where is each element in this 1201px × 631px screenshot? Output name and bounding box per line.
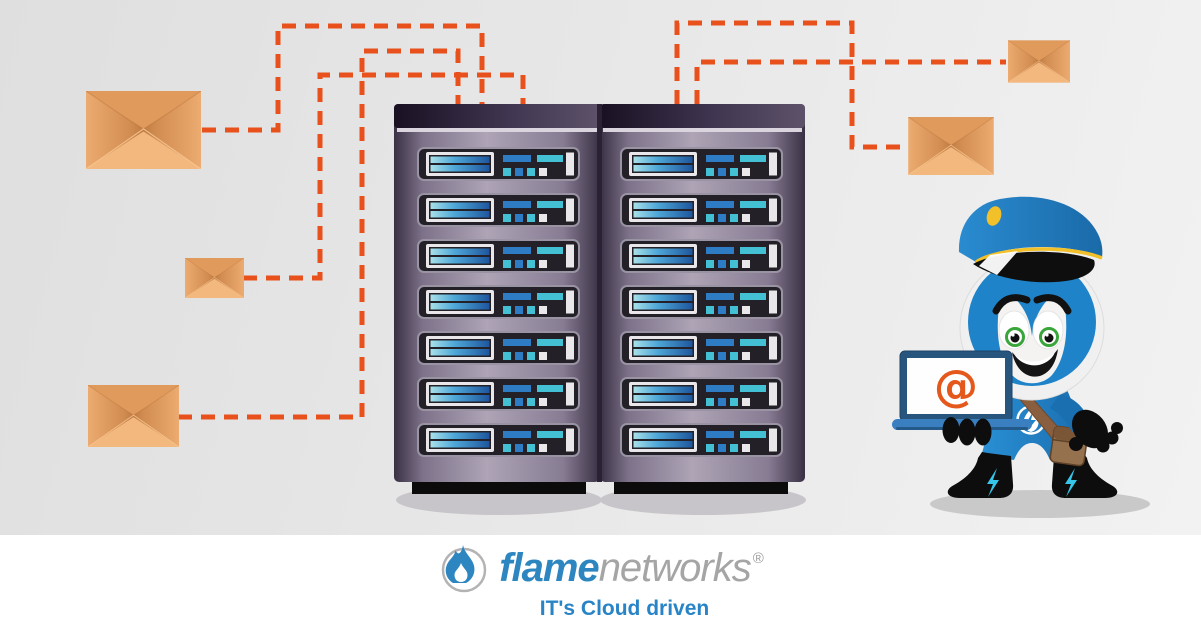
server-unit xyxy=(620,147,783,181)
rack-seam xyxy=(597,104,602,482)
envelope-icon xyxy=(908,117,994,175)
glove-finger xyxy=(1111,422,1123,434)
server-units-left xyxy=(417,147,580,457)
mouth-teeth xyxy=(1014,352,1055,366)
left-glove-fingers xyxy=(942,417,992,446)
server-units-right xyxy=(620,147,783,457)
brand-logo: flamenetworks® xyxy=(438,542,764,594)
right-glove xyxy=(1069,409,1123,453)
server-unit xyxy=(417,285,580,319)
rack-separator xyxy=(603,128,802,132)
glove-finger xyxy=(974,418,992,446)
envelope-icon xyxy=(85,91,202,169)
server-unit xyxy=(417,147,580,181)
rack-base xyxy=(412,480,586,494)
mail-route-left-2 xyxy=(243,72,526,281)
mail-route-left-3 xyxy=(178,48,461,420)
postman-mascot: @ xyxy=(892,196,1150,518)
cap-gold-band xyxy=(975,247,1103,264)
envelope-icon xyxy=(1008,40,1070,83)
server-unit xyxy=(417,193,580,227)
server-unit xyxy=(417,423,580,457)
visor-highlight xyxy=(979,251,1018,275)
laptop: @ xyxy=(892,350,1032,430)
server-unit xyxy=(620,239,783,273)
left-boot xyxy=(947,452,1014,498)
glove-finger xyxy=(942,417,960,443)
rack-top-panel xyxy=(600,104,805,128)
glove-palm xyxy=(1071,409,1109,449)
postman-cap xyxy=(958,196,1103,283)
right-eyebrow xyxy=(1033,294,1072,315)
brand-name-flame: flame xyxy=(499,546,599,590)
boot-lightning-icon xyxy=(987,468,999,497)
server-unit xyxy=(417,239,580,273)
laptop-screen xyxy=(907,358,1005,414)
mail-connectors xyxy=(178,20,1006,420)
eye-glint xyxy=(1011,333,1015,337)
server-unit xyxy=(620,193,783,227)
envelope-icon xyxy=(88,385,179,447)
mascot-eyes xyxy=(998,310,1064,350)
registered-mark: ® xyxy=(752,550,764,567)
footer-logo-area: flamenetworks® IT's Cloud driven xyxy=(0,535,1201,631)
rack-base xyxy=(614,480,788,494)
boot-lightning-icon xyxy=(1065,468,1077,497)
brand-name: flamenetworks® xyxy=(499,546,764,590)
rack-top-panel xyxy=(394,104,600,128)
server-unit xyxy=(620,331,783,365)
mail-route-right-2 xyxy=(674,20,906,150)
envelope-icon xyxy=(185,258,244,298)
server-unit xyxy=(620,377,783,411)
mascot-mouth xyxy=(1012,349,1058,377)
mail-route-left-1 xyxy=(202,23,485,133)
illustration-canvas: @ xyxy=(0,0,1201,535)
rack-separator xyxy=(397,128,597,132)
server-racks xyxy=(394,104,806,515)
brand-tagline: IT's Cloud driven xyxy=(539,597,710,620)
brand-name-networks: networks xyxy=(598,546,752,590)
glove-thumb xyxy=(1069,437,1083,451)
eye-glint xyxy=(1045,333,1049,337)
glove-finger xyxy=(1096,439,1110,453)
cap-button xyxy=(986,206,1002,226)
server-unit xyxy=(620,423,783,457)
server-unit xyxy=(417,377,580,411)
laptop-at-symbol: @ xyxy=(934,361,978,412)
left-eyebrow xyxy=(992,294,1031,315)
flame-logo-icon xyxy=(441,545,487,593)
glove-finger xyxy=(1105,431,1119,445)
mail-route-right-1 xyxy=(694,59,1006,104)
server-unit xyxy=(620,285,783,319)
glove-finger xyxy=(958,418,976,446)
server-unit xyxy=(417,331,580,365)
